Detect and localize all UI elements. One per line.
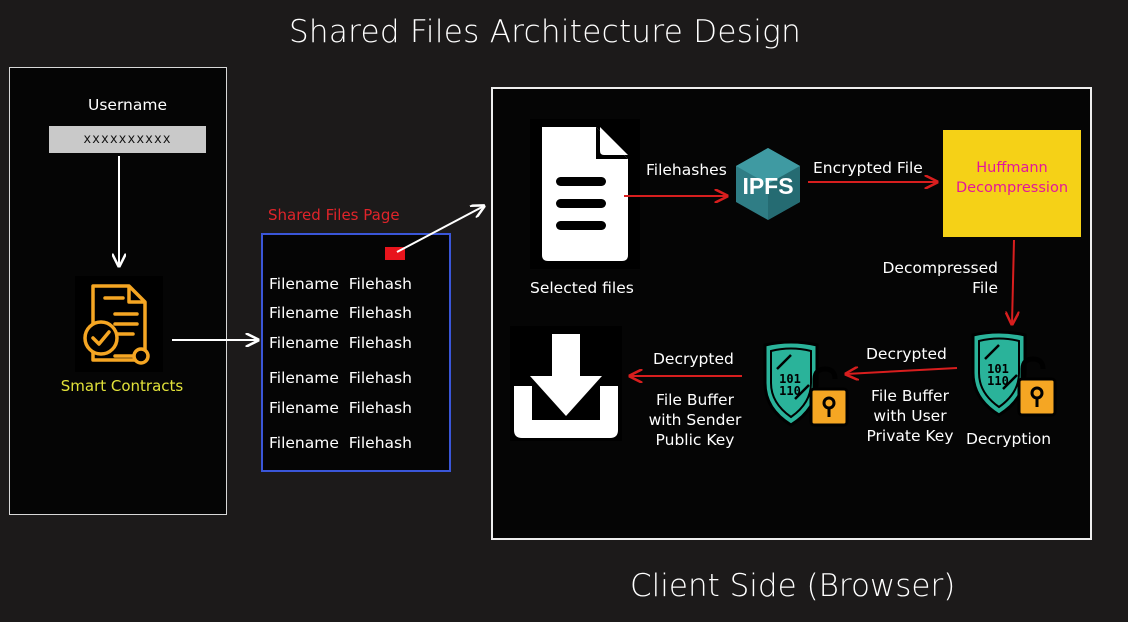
- file-row: Filename Filehash: [269, 434, 412, 452]
- file-row-filename: Filename: [269, 304, 339, 322]
- arrow-huffman-to-decryption: [1012, 239, 1014, 324]
- username-field: xxxxxxxxxx: [49, 126, 206, 153]
- selected-files-label: Selected files: [530, 279, 634, 297]
- decryption-label: Decryption: [966, 430, 1052, 448]
- shared-files-page-label: Shared Files Page: [268, 206, 400, 224]
- download-icon: [510, 326, 622, 441]
- file-row-filename: Filename: [269, 434, 339, 452]
- file-row: Filename Filehash: [269, 304, 412, 322]
- file-row-filename: Filename: [269, 399, 339, 417]
- file-row-filename: Filename: [269, 334, 339, 352]
- arrow-page-to-client: [396, 206, 484, 253]
- file-row-filename: Filename: [269, 369, 339, 387]
- file-row-filehash: Filehash: [348, 434, 412, 452]
- shield-bits-bottom: 110: [779, 384, 801, 398]
- shield-lock-icon: 101 110: [965, 329, 1060, 419]
- shared-files-page: [261, 233, 451, 472]
- file-row: Filename Filehash: [269, 334, 412, 352]
- ipfs-label: IPFS: [742, 173, 793, 199]
- filehashes-label: Filehashes: [646, 161, 727, 179]
- file-row-filename: Filename: [269, 275, 339, 293]
- file-row-filehash: Filehash: [348, 304, 412, 322]
- arrow-decryption-to-shield: [846, 368, 958, 374]
- file-row-filehash: Filehash: [348, 275, 412, 293]
- smart-contract-icon: [75, 276, 163, 372]
- file-row-filehash: Filehash: [348, 399, 412, 417]
- decompressed-file-label: Decompressed File: [882, 259, 998, 297]
- encrypted-file-label: Encrypted File: [813, 159, 923, 177]
- file-row-filehash: Filehash: [348, 369, 412, 387]
- huffman-decompression-box: [943, 130, 1081, 237]
- file-row-filehash: Filehash: [348, 334, 412, 352]
- file-buffer-user-key-label: File Buffer with User Private Key: [866, 387, 954, 445]
- document-icon: [530, 119, 640, 269]
- decrypted-sender-label: Decrypted: [653, 350, 734, 368]
- smart-contracts-label: Smart Contracts: [60, 377, 184, 395]
- shield-bits-bottom: 110: [987, 374, 1009, 388]
- file-row: Filename Filehash: [269, 369, 412, 387]
- file-row: Filename Filehash: [269, 399, 412, 417]
- client-side-label: Client Side (Browser): [630, 568, 956, 604]
- file-buffer-sender-key-label: File Buffer with Sender Public Key: [648, 391, 742, 449]
- decrypted-user-label: Decrypted: [866, 345, 947, 363]
- shield-bits-top: 101: [779, 372, 801, 386]
- ipfs-cube-icon: IPFS: [733, 146, 803, 222]
- shield-bits-top: 101: [987, 362, 1009, 376]
- username-label: Username: [87, 96, 167, 114]
- file-row: Filename Filehash: [269, 275, 412, 293]
- diagram-title: Shared Files Architecture Design: [288, 14, 802, 50]
- shield-lock-icon: 101 110: [757, 339, 852, 429]
- huffman-decompression-label: Huffmann Decompression: [955, 160, 1069, 196]
